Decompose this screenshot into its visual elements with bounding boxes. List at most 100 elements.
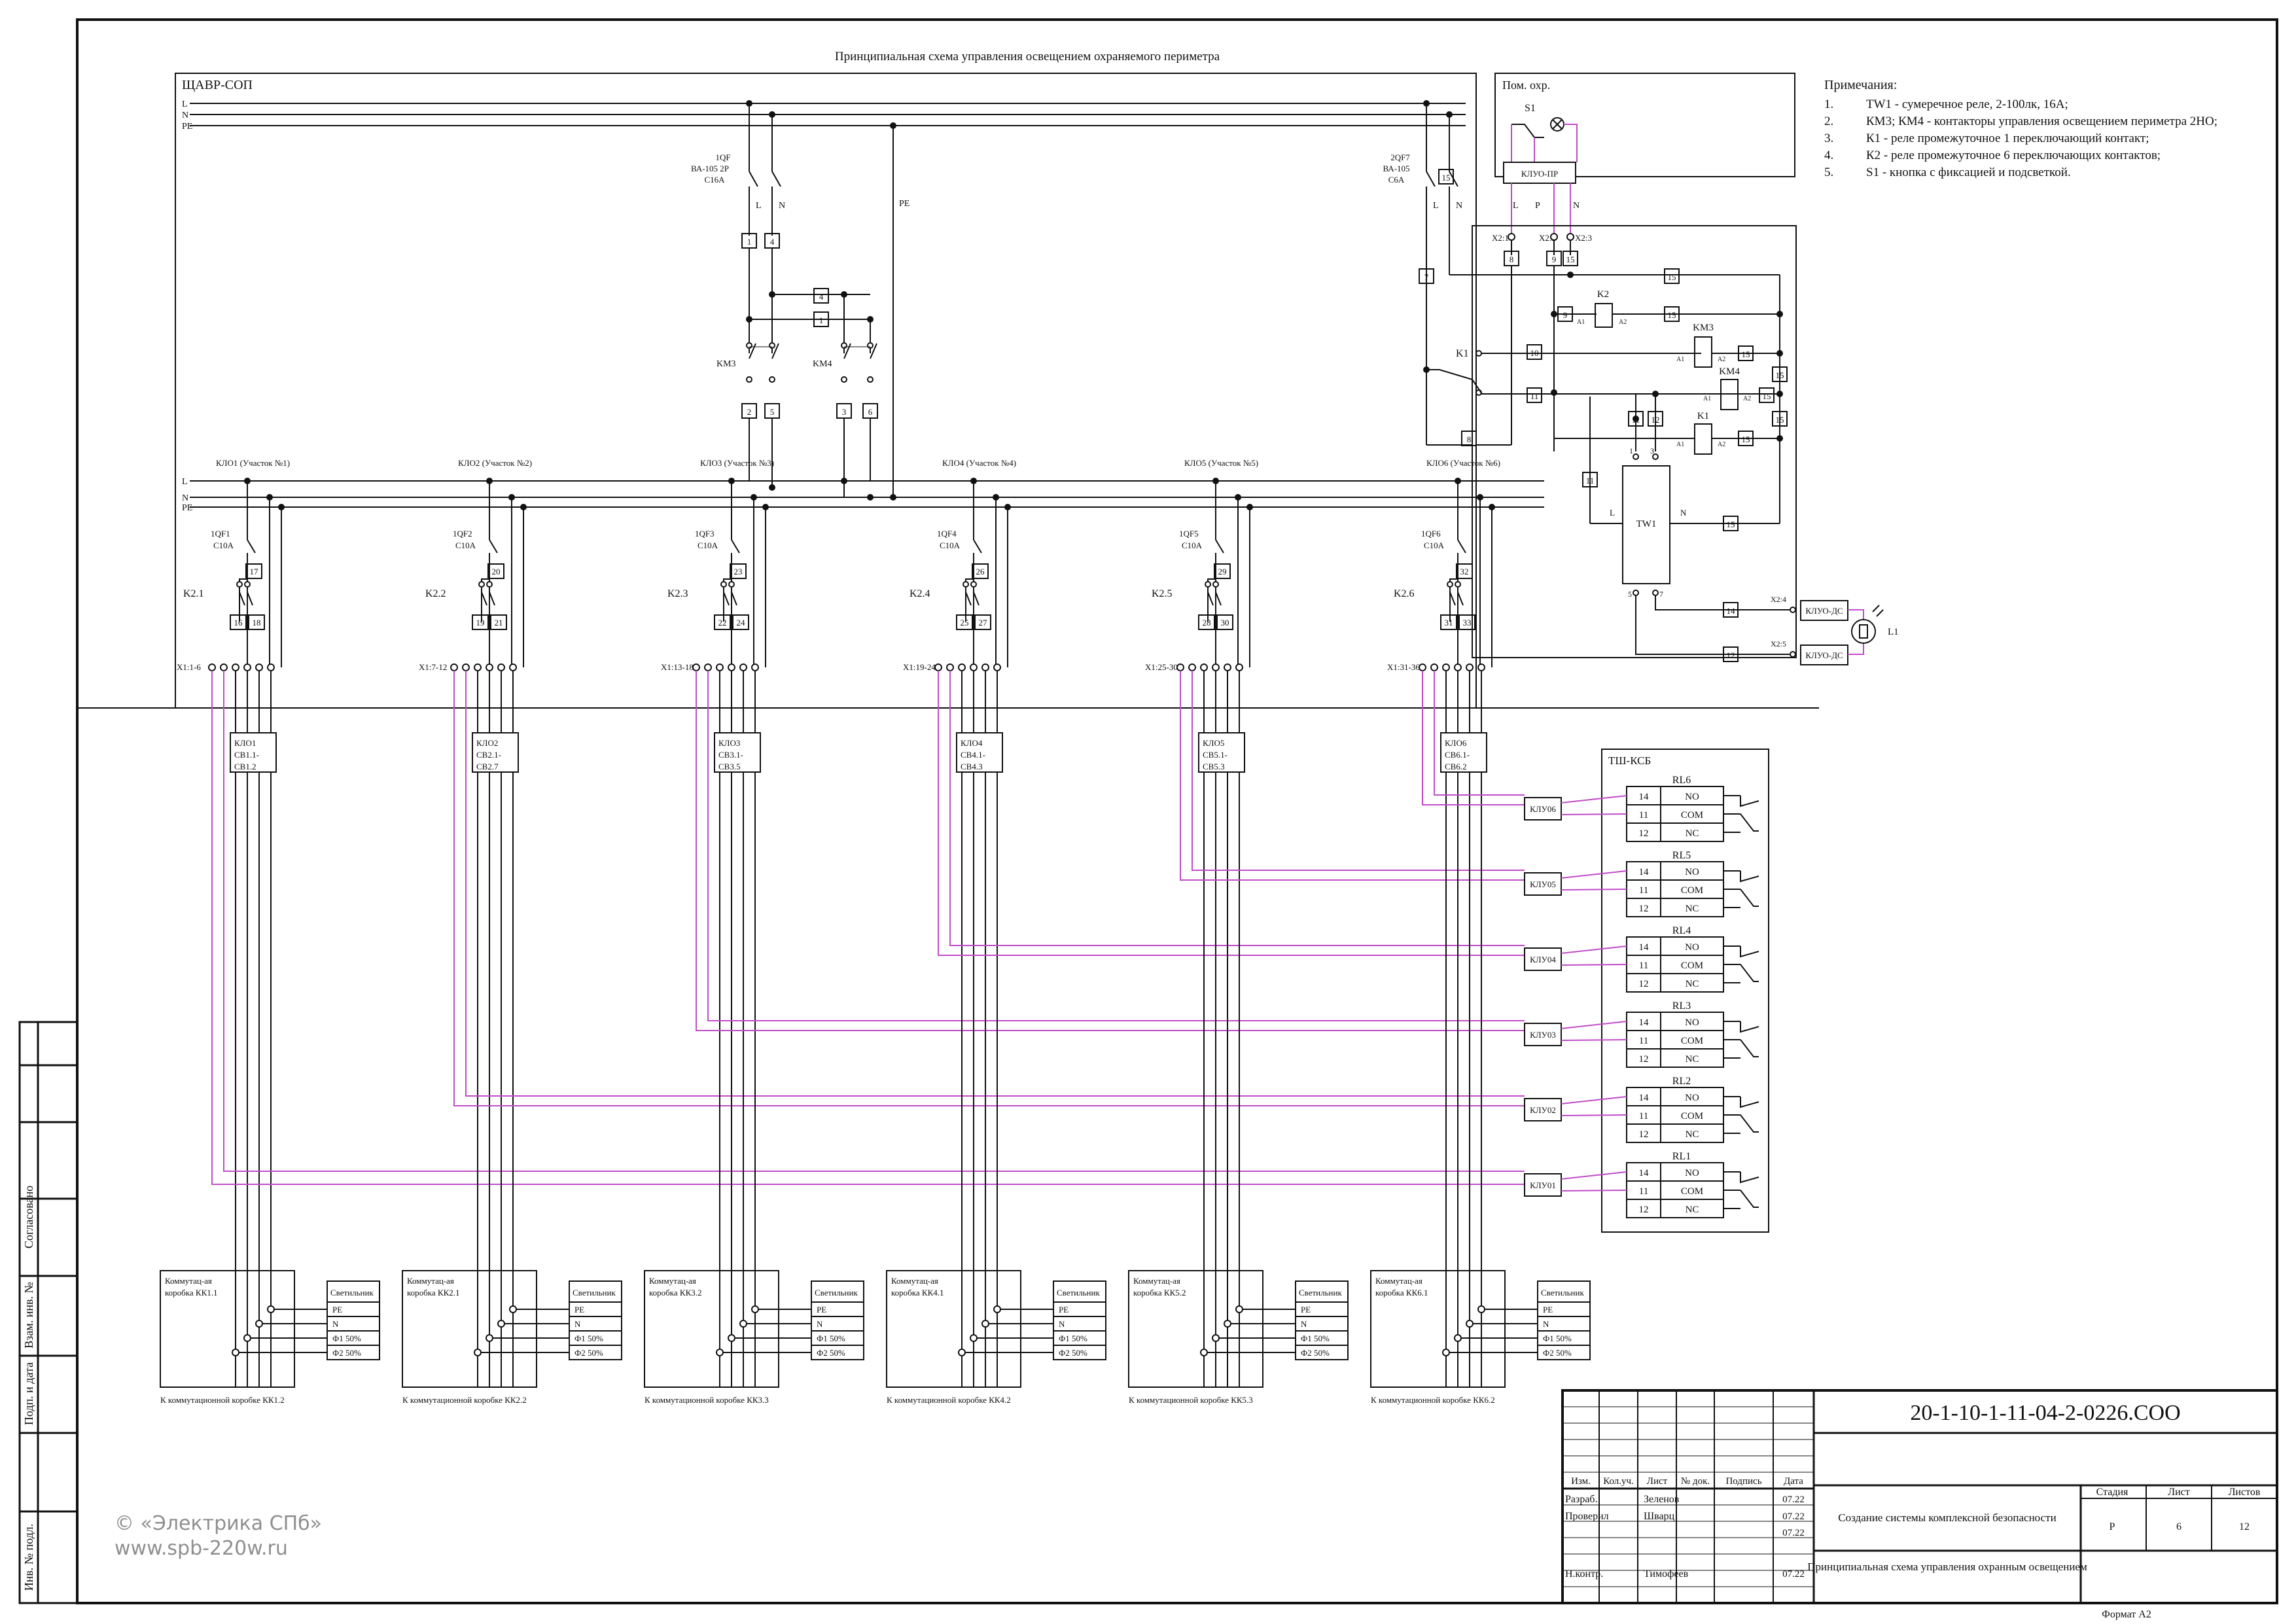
lamp-row-text: PE <box>574 1305 584 1315</box>
box-terminal <box>728 1334 735 1342</box>
relay-contact <box>731 591 737 606</box>
relay-branch <box>1207 578 1216 622</box>
terminal-number: 16 <box>234 618 243 627</box>
terminal-number: 21 <box>495 618 503 627</box>
terminal-box <box>730 563 747 579</box>
lamp-row-text: Ф2 50% <box>817 1348 845 1358</box>
km3-label: KM3 <box>716 359 736 369</box>
terminal-number: 5 <box>770 407 775 417</box>
cable-label-box <box>714 732 761 773</box>
cable-name: КЛО5 <box>1203 738 1224 748</box>
contact-ring <box>1212 581 1219 588</box>
junction-box-title: коробка КК2.1 <box>407 1288 460 1297</box>
tw1-pin: 1 <box>1629 446 1633 455</box>
pin-a1: A1 <box>1676 441 1684 448</box>
terminal-box <box>1723 646 1739 662</box>
box-terminal <box>497 1320 505 1328</box>
box-terminal <box>993 1305 1001 1313</box>
cable-label-box <box>1198 732 1245 773</box>
x1-terminal <box>232 663 239 671</box>
box-terminal <box>981 1320 989 1328</box>
contact-ring <box>1447 581 1453 588</box>
relay-pin-number: 14 <box>1639 1093 1650 1103</box>
x2-ring <box>1790 607 1796 613</box>
k1-coil <box>1694 423 1712 455</box>
terminal-number: 11 <box>1530 391 1539 401</box>
terminal-number: 4 <box>770 237 775 247</box>
side-stamp-inv-no: Инв. № подл. <box>22 1524 35 1591</box>
relay-pin-number: 12 <box>1639 1205 1649 1215</box>
terminal-box <box>974 614 991 630</box>
cable-name: КЛО3 <box>718 738 740 748</box>
relay-wire <box>1561 1171 1627 1180</box>
terminal-number: 15 <box>1742 349 1750 359</box>
klu-label: КЛУ04 <box>1530 955 1556 964</box>
junction-box-title: коробка КК1.1 <box>165 1288 218 1297</box>
junction-box-title: Коммутац-ая <box>1133 1276 1180 1286</box>
km3-coil-label: KM3 <box>1693 323 1714 333</box>
sub-bus-label: PE <box>182 503 192 513</box>
contact-ring <box>236 581 243 588</box>
k2-coil <box>1595 303 1613 328</box>
relay-name: RL6 <box>1672 775 1691 786</box>
switch-s1-label: S1 <box>1525 103 1536 114</box>
relay-pin-type: NC <box>1686 1129 1699 1140</box>
klu-box <box>1524 872 1562 896</box>
sensor-wire <box>1848 641 1864 655</box>
stamp-role: Разраб. <box>1565 1494 1598 1505</box>
junction-box <box>886 1270 1021 1388</box>
terminal-box <box>1664 268 1680 284</box>
relay-contact-symbol <box>1740 946 1759 958</box>
box-terminal <box>1454 1334 1462 1342</box>
relay-contact-symbol <box>1740 1114 1759 1133</box>
lamp-header-text: Светильник <box>815 1288 858 1297</box>
relay-wire <box>1561 964 1627 966</box>
cable-luminaires: СВ3.1- <box>718 750 743 760</box>
bus-label: L <box>182 99 188 109</box>
note-text: КМ3; КМ4 - контакторы управления освещен… <box>1866 115 2217 128</box>
stamp-role: Н.контр. <box>1565 1568 1603 1580</box>
terminal-box <box>1419 268 1434 284</box>
relay-contact <box>239 591 245 606</box>
note-number: 4. <box>1824 149 1833 162</box>
indicator-lamp-x <box>1552 119 1563 130</box>
junction-box-title: коробка КК3.2 <box>649 1288 702 1297</box>
stamp-header: № док. <box>1681 1476 1710 1487</box>
note-number: 3. <box>1824 132 1833 145</box>
terminal-number: 27 <box>979 618 988 627</box>
relay-branch <box>965 578 974 622</box>
panel-name: ЩАВР-СОП <box>182 78 253 92</box>
panel-schavr-sop <box>175 73 1477 709</box>
box-terminal <box>739 1320 747 1328</box>
terminal-number: 30 <box>1221 618 1229 627</box>
x1-label: X1:25-30 <box>1145 662 1178 672</box>
x1-terminal <box>1200 663 1208 671</box>
lamp-row-text: N <box>817 1319 823 1329</box>
km3-coil <box>1694 336 1712 368</box>
relay-wire <box>1561 813 1627 815</box>
km-contact <box>749 343 756 359</box>
terminal-box <box>972 563 989 579</box>
relay-pin-type: NO <box>1685 1168 1699 1178</box>
qf1-type: ВА-105 2P <box>691 164 729 173</box>
relay-contact <box>247 591 253 606</box>
relay-wire <box>1561 945 1627 954</box>
relay-contact <box>1457 591 1464 606</box>
sheets-label: Листов <box>2229 1487 2261 1498</box>
klu-label: КЛУ02 <box>1530 1105 1556 1115</box>
section-label: КЛО3 (Участок №3) <box>700 458 774 468</box>
section-qf-rating: C10A <box>455 540 476 550</box>
junction-box-title: Коммутац-ая <box>407 1276 454 1286</box>
lamp-row-text: Ф2 50% <box>1543 1348 1572 1358</box>
terminal-box <box>862 403 878 419</box>
x1-label: X1:13-18 <box>661 662 694 672</box>
x1-terminal <box>958 663 966 671</box>
klu-ds-box <box>1800 644 1848 665</box>
sheet-title-stamp: Принципиальная схема управления охранным… <box>1807 1561 2087 1573</box>
contact-ring <box>746 342 752 349</box>
tw1-pin-n: N <box>1680 508 1687 518</box>
contact-ring <box>1205 581 1211 588</box>
relay-contact-symbol <box>1740 796 1759 807</box>
relay-contact <box>1449 591 1456 606</box>
cable-label-box <box>472 732 519 773</box>
